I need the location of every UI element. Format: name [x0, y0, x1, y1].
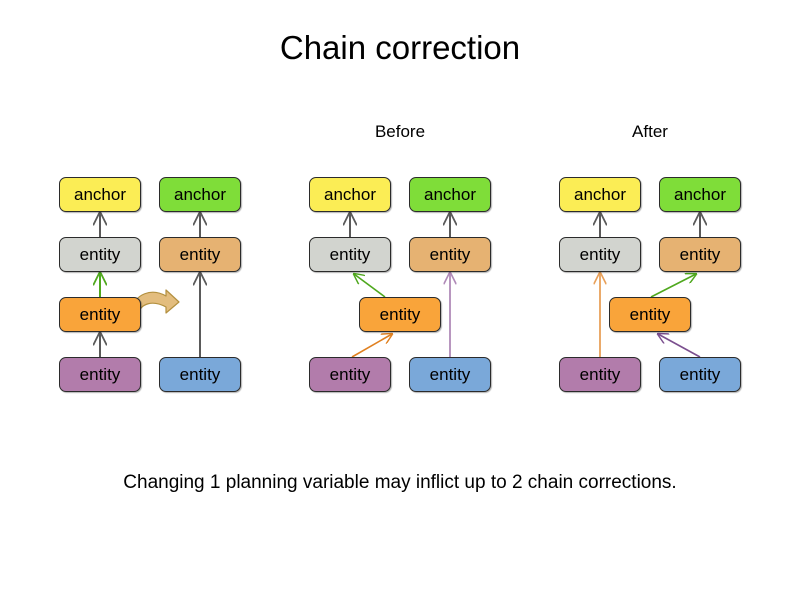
node-label: entity — [179, 244, 221, 264]
after-entity-tan[interactable]: entity — [659, 237, 741, 272]
initial-entity-tan[interactable]: entity — [159, 237, 241, 272]
edge-purple-to-orange — [351, 334, 392, 358]
node-label: entity — [679, 364, 721, 384]
initial-entity-orange[interactable]: entity — [59, 297, 141, 332]
after-entity-purple[interactable]: entity — [559, 357, 641, 392]
initial-entity-grey[interactable]: entity — [59, 237, 141, 272]
node-label: entity — [579, 244, 621, 264]
node-label: anchor — [424, 184, 476, 204]
initial-anchor-left[interactable]: anchor — [59, 177, 141, 212]
panel-caption-before: Before — [374, 122, 426, 141]
node-label: anchor — [74, 184, 126, 204]
node-label: entity — [429, 244, 471, 264]
before-entity-tan[interactable]: entity — [409, 237, 491, 272]
node-label: entity — [579, 364, 621, 384]
edges-panel-before — [350, 213, 450, 358]
before-entity-purple[interactable]: entity — [309, 357, 391, 392]
edge-blue-to-orange — [658, 334, 701, 358]
node-label: entity — [79, 244, 121, 264]
after-anchor-right[interactable]: anchor — [659, 177, 741, 212]
node-label: anchor — [174, 184, 226, 204]
node-label: entity — [379, 304, 421, 324]
node-label: entity — [329, 244, 371, 264]
edges-panel-initial — [100, 213, 200, 357]
edge-orange-to-tan — [650, 274, 696, 298]
node-label: entity — [679, 244, 721, 264]
after-anchor-left[interactable]: anchor — [559, 177, 641, 212]
after-entity-blue[interactable]: entity — [659, 357, 741, 392]
page-title: Chain correction — [279, 29, 521, 66]
node-label: entity — [79, 304, 121, 324]
initial-anchor-right[interactable]: anchor — [159, 177, 241, 212]
edges-panel-after — [600, 213, 701, 358]
initial-entity-purple[interactable]: entity — [59, 357, 141, 392]
node-label: anchor — [324, 184, 376, 204]
before-entity-blue[interactable]: entity — [409, 357, 491, 392]
node-label: entity — [179, 364, 221, 384]
before-anchor-left[interactable]: anchor — [309, 177, 391, 212]
edge-orange-to-grey — [354, 274, 386, 298]
node-label: anchor — [574, 184, 626, 204]
footer-caption: Changing 1 planning variable may inflict… — [123, 472, 677, 493]
before-anchor-right[interactable]: anchor — [409, 177, 491, 212]
before-entity-orange[interactable]: entity — [359, 297, 441, 332]
before-entity-grey[interactable]: entity — [309, 237, 391, 272]
panel-caption-after: After — [632, 122, 668, 141]
node-label: anchor — [674, 184, 726, 204]
node-label: entity — [79, 364, 121, 384]
node-label: entity — [629, 304, 671, 324]
node-label: entity — [329, 364, 371, 384]
initial-entity-blue[interactable]: entity — [159, 357, 241, 392]
after-entity-grey[interactable]: entity — [559, 237, 641, 272]
after-entity-orange[interactable]: entity — [609, 297, 691, 332]
node-label: entity — [429, 364, 471, 384]
